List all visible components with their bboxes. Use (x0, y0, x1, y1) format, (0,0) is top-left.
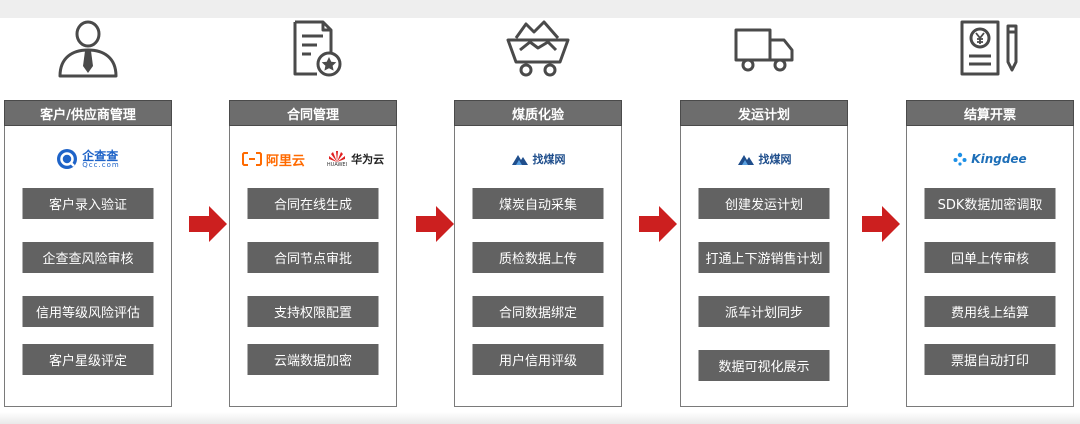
aliyun-logo-icon (241, 152, 262, 166)
partner-logos: Kingdee (906, 144, 1074, 174)
flow-arrow-icon (416, 206, 454, 242)
kingdee-logo-text: Kingdee (971, 152, 1027, 166)
partner-logos: 找煤网 (454, 144, 622, 174)
zhaomei-logo: 找煤网 (511, 151, 566, 167)
stage-item: 打通上下游销售计划 (698, 242, 830, 273)
stage-title: 结算开票 (906, 100, 1074, 126)
kingdee-logo-icon (953, 152, 967, 166)
flow-arrow-icon (639, 206, 677, 242)
stage-item: 回单上传审核 (924, 242, 1056, 273)
stage-title: 煤质化验 (454, 100, 622, 126)
partner-logos: 找煤网 (680, 144, 848, 174)
stage-item: 派车计划同步 (698, 296, 830, 327)
stage-item: 合同在线生成 (247, 188, 379, 219)
qcc-logo-icon (57, 149, 78, 169)
stage-item: 合同数据绑定 (472, 296, 604, 327)
stage-item: 煤炭自动采集 (472, 188, 604, 219)
stage-item: SDK数据加密调取 (924, 188, 1056, 219)
partner-logos: 企查查 Qcc.com (4, 144, 172, 174)
zhaomei-logo: 找煤网 (737, 151, 792, 167)
huawei-logo-subtext: HUAWEI (326, 161, 348, 168)
stage-coal-testing: 煤质化验 找煤网 煤炭自动采集 质检数据上传 合同数据绑定 用户信用评级 (454, 20, 622, 407)
coal-cart-icon (502, 18, 574, 78)
stage-item: 费用线上结算 (924, 296, 1056, 327)
user-tie-icon (52, 18, 124, 78)
invoice-pen-icon (954, 18, 1026, 78)
huawei-logo: HUAWEI 华为云 (326, 150, 385, 168)
qcc-logo: 企查查 Qcc.com (56, 148, 119, 170)
qcc-logo-subtext: Qcc.com (82, 160, 120, 169)
stage-item: 客户录入验证 (22, 188, 154, 219)
contract-star-icon (277, 18, 349, 78)
stage-contract: 合同管理 阿里云 (229, 20, 397, 407)
stage-settlement-invoice: 结算开票 Kingdee SDK数据加密调取 回单上传审核 费用线上结算 票据自… (906, 20, 1074, 407)
stage-item: 创建发运计划 (698, 188, 830, 219)
huawei-logo-icon (329, 150, 345, 162)
stage-item: 质检数据上传 (472, 242, 604, 273)
stage-item: 企查查风险审核 (22, 242, 154, 273)
zhaomei-logo-text: 找煤网 (532, 153, 566, 166)
stage-title: 发运计划 (680, 100, 848, 126)
stage-item: 用户信用评级 (472, 344, 604, 375)
stage-title: 合同管理 (229, 100, 397, 126)
stage-item: 数据可视化展示 (698, 350, 830, 381)
zhaomei-logo-text: 找煤网 (758, 153, 792, 166)
stage-title: 客户/供应商管理 (4, 100, 172, 126)
stage-item: 云端数据加密 (247, 344, 379, 375)
stage-shipping-plan: 发运计划 找煤网 创建发运计划 打通上下游销售计划 派车计划同步 数据可视化展示 (680, 28, 848, 407)
stage-item: 信用等级风险评估 (22, 296, 154, 327)
flow-arrow-icon (862, 206, 900, 242)
zhaomei-logo-icon (511, 155, 528, 165)
stage-item: 票据自动打印 (924, 344, 1056, 375)
stage-item: 支持权限配置 (247, 296, 379, 327)
huawei-logo-text: 华为云 (351, 153, 385, 166)
flow-arrow-icon (189, 206, 227, 242)
kingdee-logo: Kingdee (953, 152, 1027, 166)
partner-logos: 阿里云 HUAWEI 华为云 (229, 144, 397, 174)
truck-icon (728, 18, 800, 78)
zhaomei-logo-icon (737, 155, 754, 165)
aliyun-logo: 阿里云 (241, 150, 305, 169)
aliyun-logo-text: 阿里云 (265, 153, 305, 169)
stage-item: 合同节点审批 (247, 242, 379, 273)
qcc-logo-text: 企查查 (82, 148, 119, 163)
stage-customer-supplier: 客户/供应商管理 企查查 Qcc.com 客户录入验证 企查查风险审核 信用等级… (4, 20, 172, 407)
stage-item: 客户星级评定 (22, 344, 154, 375)
top-band (0, 0, 1080, 18)
